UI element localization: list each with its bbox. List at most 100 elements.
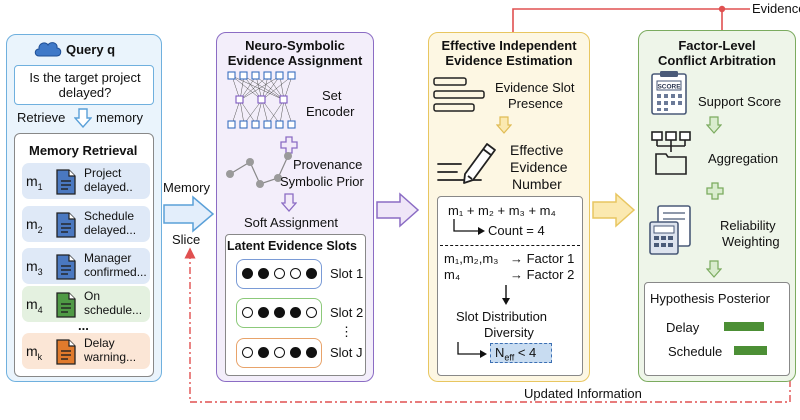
effective-title-2: Evidence Estimation bbox=[445, 53, 573, 68]
count-value: Count = 4 bbox=[488, 223, 545, 238]
calculator-icon bbox=[649, 205, 691, 255]
neff-connector bbox=[457, 342, 487, 358]
neff-symbol: N bbox=[495, 345, 505, 360]
count-sum: m₁ + m₂ + m₃ + m₄ bbox=[448, 203, 556, 218]
down-arrow-icon-effective bbox=[496, 116, 512, 134]
slot-box bbox=[236, 298, 322, 328]
evidence-label: Evidence bbox=[752, 1, 800, 16]
memory-retrieval-title: Memory Retrieval bbox=[29, 143, 138, 158]
factor-title-2: Conflict Arbitration bbox=[658, 53, 776, 68]
slot-label: Slot 2 bbox=[330, 305, 364, 320]
query-question-box: Is the target project delayed? bbox=[14, 65, 154, 105]
count-divider bbox=[440, 245, 580, 246]
retrieve-label: Retrieve bbox=[17, 110, 66, 125]
flow-arrow-2-3 bbox=[376, 192, 420, 228]
neff-sub: eff bbox=[504, 352, 515, 363]
document-icon bbox=[56, 292, 76, 318]
memory-text: Schedule delayed... bbox=[84, 209, 137, 237]
memory-key: m1 bbox=[26, 173, 43, 192]
memory-key: mk bbox=[26, 343, 43, 362]
soft-assignment-label: Soft Assignment bbox=[244, 215, 338, 230]
aggregation-label: Aggregation bbox=[708, 151, 779, 166]
neff-tail: < 4 bbox=[514, 345, 537, 360]
effective-title-1: Effective Independent bbox=[441, 38, 577, 53]
posterior-schedule-label: Schedule bbox=[668, 344, 723, 359]
score-sheet-icon: SCORE bbox=[651, 71, 687, 115]
updated-information-label: Updated Information bbox=[520, 386, 646, 401]
plus-icon-factor bbox=[706, 182, 724, 200]
updated-information-line bbox=[184, 247, 791, 403]
slot-vdots: ⋮ bbox=[340, 324, 353, 339]
filled-dot bbox=[306, 268, 317, 279]
posterior-delay-bar bbox=[724, 322, 764, 331]
flow-arrow-3-4 bbox=[592, 192, 636, 228]
memory-key: m4 bbox=[26, 296, 43, 315]
empty-dot bbox=[274, 268, 285, 279]
latent-slots-title: Latent Evidence Slots bbox=[227, 239, 357, 253]
slot-box bbox=[236, 338, 322, 368]
memory-text: Manager confirmed... bbox=[84, 251, 147, 279]
eff-number-label-3: Number bbox=[512, 176, 562, 192]
filled-dot bbox=[258, 307, 269, 318]
neff-box: Neff < 4 bbox=[490, 343, 552, 363]
query-question: Is the target project delayed? bbox=[29, 70, 141, 100]
provenance-label-1: Provenance bbox=[293, 157, 363, 172]
filled-dot bbox=[290, 307, 301, 318]
memory-item: m2 Schedule delayed... bbox=[22, 206, 150, 242]
presence-label-2: Presence bbox=[508, 96, 563, 111]
set-encoder-label-2: Encoder bbox=[306, 104, 355, 119]
document-icon bbox=[56, 254, 76, 280]
empty-dot bbox=[274, 347, 285, 358]
memory-label: memory bbox=[96, 110, 143, 125]
posterior-title: Hypothesis Posterior bbox=[650, 291, 770, 306]
memory-slice-label-1: Memory bbox=[163, 180, 210, 195]
memory-key: m3 bbox=[26, 258, 43, 277]
empty-dot bbox=[242, 307, 253, 318]
empty-dot bbox=[306, 307, 317, 318]
memory-key: m2 bbox=[26, 216, 43, 235]
memory-ellipsis: ... bbox=[78, 318, 89, 333]
down-arrow-icon bbox=[74, 108, 92, 128]
neuro-title-1: Neuro-Symbolic bbox=[245, 38, 345, 53]
cloud-icon bbox=[34, 42, 62, 57]
slot-box bbox=[236, 259, 322, 289]
memory-item: m3 Manager confirmed... bbox=[22, 248, 150, 284]
document-icon bbox=[56, 339, 76, 365]
memory-slice-arrow bbox=[163, 195, 215, 233]
down-arrow-icon-factor-1 bbox=[706, 116, 722, 134]
down-arrow-icon-neuro bbox=[281, 193, 297, 212]
provenance-label-2: Symbolic Prior bbox=[280, 174, 364, 189]
posterior-schedule-bar bbox=[734, 346, 767, 355]
posterior-delay-label: Delay bbox=[666, 320, 700, 335]
plus-icon-neuro bbox=[280, 136, 298, 154]
slot-label: Slot 1 bbox=[330, 266, 364, 281]
score-icon-text: SCORE bbox=[657, 84, 681, 91]
sdd-label-1: Slot Distribution bbox=[456, 309, 548, 324]
set-encoder-network-icon bbox=[227, 71, 296, 129]
factor1-right: → Factor 1 bbox=[510, 251, 575, 266]
memory-slice-label-2: Slice bbox=[172, 232, 201, 247]
filled-dot bbox=[290, 347, 301, 358]
reliability-label-2: Weighting bbox=[722, 234, 780, 249]
pencil-writing-icon bbox=[437, 143, 496, 184]
presence-list-icon bbox=[433, 77, 485, 112]
evidence-feedback-line bbox=[512, 5, 750, 34]
presence-label-1: Evidence Slot bbox=[495, 80, 575, 95]
reliability-label-1: Reliability bbox=[720, 218, 776, 233]
count-connector bbox=[453, 219, 485, 235]
set-encoder-label-1: Set bbox=[322, 88, 342, 103]
empty-dot bbox=[290, 268, 301, 279]
eff-number-label-2: Evidence bbox=[510, 159, 568, 175]
factor1-left: m₁,m₂,m₃ bbox=[444, 251, 499, 266]
sdd-label-2: Diversity bbox=[484, 325, 534, 340]
filled-dot bbox=[258, 347, 269, 358]
query-title: Query q bbox=[66, 42, 116, 57]
filled-dot bbox=[274, 307, 285, 318]
provenance-graph-icon bbox=[226, 152, 292, 188]
support-score-label: Support Score bbox=[698, 94, 782, 109]
filled-dot bbox=[306, 347, 317, 358]
document-icon bbox=[56, 169, 76, 195]
